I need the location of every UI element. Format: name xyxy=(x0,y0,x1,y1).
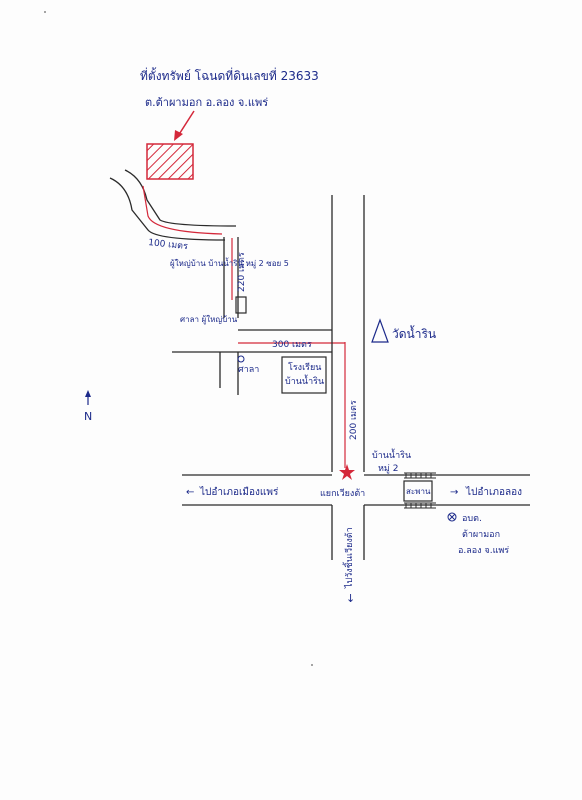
map-subtitle: ต.ต้าผามอก อ.ลอง จ.แพร่ xyxy=(145,96,268,109)
village-label-2: หมู่ 2 xyxy=(378,464,398,474)
north-label: N xyxy=(84,410,92,423)
office-icon xyxy=(447,512,457,522)
sala-icon xyxy=(237,355,245,363)
village-head-label: ผู้ใหญ่บ้าน บ้านน้ำริน หมู่ 2 ซอย 5 xyxy=(170,257,289,269)
to-muang-label: ไปอำเภอเมืองแพร่ xyxy=(199,486,279,498)
speck xyxy=(311,664,313,666)
village-label-1: บ้านน้ำริน xyxy=(372,448,411,461)
pointer-line xyxy=(177,110,195,137)
property-parcel xyxy=(146,143,194,180)
bridge-bottom-ties xyxy=(404,502,436,509)
village-head-house xyxy=(235,296,247,314)
distance-220: 220 เมตร xyxy=(237,252,247,292)
school-label-1: โรงเรียน xyxy=(288,362,321,373)
bridge-box xyxy=(403,480,433,502)
office-label-2: ต้าผามอก xyxy=(462,529,500,540)
bridge-label: สะพาน xyxy=(406,487,431,496)
distance-100: 100 เมตร xyxy=(148,238,189,252)
distance-200: 200 เมตร xyxy=(349,400,359,440)
office-label-1: อบต. xyxy=(462,514,482,524)
arrow-right-icon: → xyxy=(450,487,458,498)
school-building xyxy=(281,356,327,394)
distance-300: 300 เมตร xyxy=(272,340,312,350)
to-south-label: ไปวังชิ้นเวียงต้า xyxy=(342,527,355,589)
office-label-3: อ.ลอง จ.แพร่ xyxy=(458,546,509,556)
speck xyxy=(44,11,46,13)
sala-label: ศาลา xyxy=(238,365,259,375)
bridge-top-ties xyxy=(404,472,436,479)
temple-label: วัดน้ำริน xyxy=(392,325,436,341)
lane-inner xyxy=(124,169,237,227)
temple-icon xyxy=(371,318,389,343)
school-label-2: บ้านน้ำริน xyxy=(285,374,324,387)
junction-label: แยกเวียงต้า xyxy=(320,488,365,499)
north-arrow-icon xyxy=(85,390,91,397)
to-long-label: ไปอำเภอลอง xyxy=(465,486,522,498)
pointer-arrowhead xyxy=(174,130,183,141)
arrow-left-icon: ← xyxy=(186,487,194,498)
lane-distance-mark xyxy=(142,185,223,235)
map-title: ที่ตั้งทรัพย์ โฉนดที่ดินเลขที่ 23633 xyxy=(140,67,319,83)
lane-outer xyxy=(109,177,226,241)
office-icon-x2 xyxy=(448,513,456,521)
junction-star xyxy=(339,464,355,480)
arrow-down-icon: ↓ xyxy=(346,592,355,605)
sala-upper-label: ศาลา ผู้ใหญ่บ้าน xyxy=(180,315,238,325)
